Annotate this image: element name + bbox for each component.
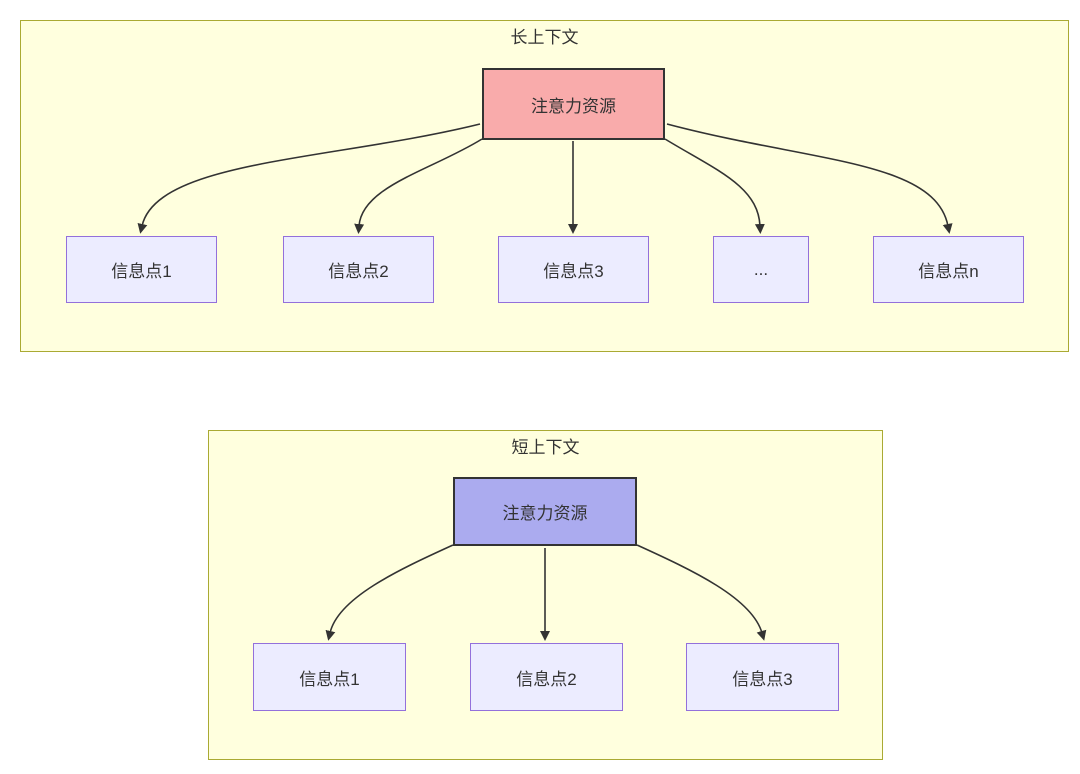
long-info-node-n: 信息点n bbox=[873, 236, 1024, 303]
long-info-node-3: 信息点3 bbox=[498, 236, 649, 303]
short-info-node-1: 信息点1 bbox=[253, 643, 406, 711]
long-context-title: 长上下文 bbox=[510, 28, 579, 47]
long-info-node-1: 信息点1 bbox=[66, 236, 217, 303]
short-info-node-2: 信息点2 bbox=[470, 643, 623, 711]
long-attention-node: 注意力资源 bbox=[482, 68, 665, 140]
long-info-node-ellipsis: ... bbox=[713, 236, 809, 303]
short-info-node-3: 信息点3 bbox=[686, 643, 839, 711]
short-context-title: 短上下文 bbox=[511, 438, 580, 457]
long-info-node-2: 信息点2 bbox=[283, 236, 434, 303]
short-attention-node: 注意力资源 bbox=[453, 477, 637, 546]
